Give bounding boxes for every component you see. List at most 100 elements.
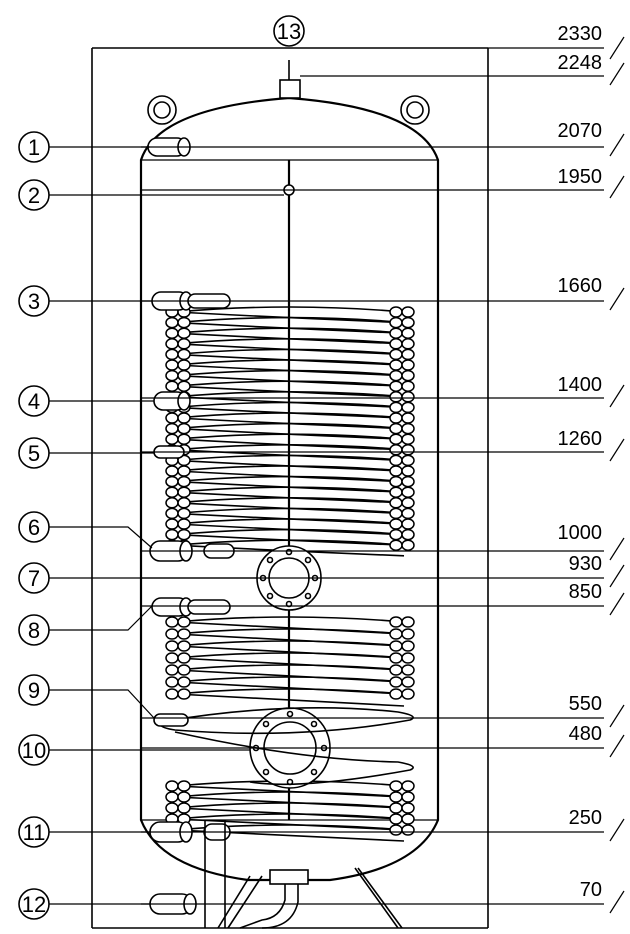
height-label: 930 bbox=[569, 553, 602, 575]
coil-turn-right bbox=[401, 444, 415, 456]
coil-turn-left bbox=[165, 676, 179, 688]
coil-turn-right bbox=[401, 676, 415, 688]
connection-9-pipe bbox=[153, 713, 189, 727]
coil-turn-right bbox=[401, 316, 415, 329]
connection-4-pipe bbox=[153, 391, 191, 411]
height-label: 850 bbox=[569, 581, 602, 603]
callout-number: 1 bbox=[28, 135, 40, 160]
coil-turn-right bbox=[401, 688, 415, 700]
coil-turn-left bbox=[165, 465, 179, 477]
callout-number: 12 bbox=[22, 892, 46, 917]
callout-number: 2 bbox=[28, 183, 40, 208]
coil-turn-right bbox=[401, 454, 415, 467]
coil-turn-right bbox=[401, 433, 415, 445]
coil-turn-right bbox=[401, 507, 415, 520]
coil-turn-right bbox=[401, 813, 415, 825]
coil-turn-left bbox=[165, 507, 179, 520]
coil-turn-right bbox=[401, 628, 415, 640]
coil-turn-left bbox=[165, 791, 179, 803]
callout-number: 7 bbox=[28, 566, 40, 591]
callout-number: 4 bbox=[28, 389, 40, 414]
height-label: 2070 bbox=[558, 120, 603, 142]
top-connection bbox=[279, 60, 301, 99]
coil-turn-right bbox=[401, 369, 415, 382]
coil-turn-right bbox=[401, 780, 415, 792]
height-label: 1950 bbox=[558, 166, 603, 188]
callout-number: 9 bbox=[28, 678, 40, 703]
lower-heating-coil bbox=[165, 616, 415, 707]
height-label: 550 bbox=[569, 693, 602, 715]
coil-turn-right bbox=[401, 380, 415, 392]
coil-turn-right bbox=[401, 791, 415, 803]
coil-turn-left bbox=[165, 688, 179, 700]
coil-turn-left bbox=[165, 664, 179, 676]
height-label: 250 bbox=[569, 807, 602, 829]
coil-turn-right bbox=[401, 327, 415, 339]
coil-turn-right bbox=[401, 359, 415, 371]
coil-turn-left bbox=[165, 497, 179, 509]
coil-turn-left bbox=[165, 348, 179, 361]
height-label: 2330 bbox=[558, 23, 603, 45]
coil-turn-right bbox=[401, 528, 415, 541]
lifting-eye-right bbox=[400, 95, 430, 125]
callout-number: 6 bbox=[28, 515, 40, 540]
coil-turn-left bbox=[165, 640, 179, 652]
coil-turn-right bbox=[401, 465, 415, 477]
callout-number: 3 bbox=[28, 289, 40, 314]
height-label: 2248 bbox=[558, 52, 603, 74]
drain-and-feet bbox=[204, 820, 403, 929]
coil-turn-right bbox=[401, 401, 415, 414]
coil-turn-right bbox=[401, 664, 415, 676]
lifting-eye-left bbox=[147, 95, 177, 125]
coil-turn-right bbox=[401, 475, 415, 488]
coil-turn-right bbox=[401, 802, 415, 814]
coil-turn-left bbox=[165, 628, 179, 640]
coil-turn-left bbox=[165, 652, 179, 664]
coil-turn-left bbox=[165, 486, 179, 498]
coil-turn-right bbox=[401, 640, 415, 652]
coil-turn-left bbox=[165, 528, 179, 541]
callout-number: 8 bbox=[28, 618, 40, 643]
coil-turn-right bbox=[401, 539, 415, 551]
coil-turn-left bbox=[165, 338, 179, 350]
height-marks: 2330224820701950166014001260100093085055… bbox=[141, 23, 625, 914]
coil-turn-left bbox=[165, 433, 179, 445]
height-label: 70 bbox=[580, 879, 602, 901]
connection-8-pipe bbox=[151, 597, 231, 617]
coil-turn-right bbox=[401, 616, 415, 628]
coil-turn-left bbox=[165, 802, 179, 814]
coil-turn-right bbox=[401, 486, 415, 498]
coil-turn-right bbox=[401, 412, 415, 424]
coil-turn-right bbox=[401, 422, 415, 435]
callout-number: 13 bbox=[277, 19, 301, 44]
callout-number: 10 bbox=[22, 738, 46, 763]
coil-turn-left bbox=[165, 422, 179, 435]
coil-turn-right bbox=[401, 518, 415, 530]
coil-turn-left bbox=[165, 369, 179, 382]
coil-turn-left bbox=[165, 475, 179, 488]
coil-turn-right bbox=[401, 497, 415, 509]
callout-number: 11 bbox=[23, 820, 46, 845]
coil-turn-right bbox=[401, 306, 415, 318]
upper-heating-coil bbox=[165, 306, 415, 557]
coil-turn-left bbox=[165, 412, 179, 424]
coil-turn-right bbox=[401, 824, 415, 836]
height-label: 480 bbox=[569, 723, 602, 745]
coil-turn-right bbox=[401, 391, 415, 403]
coil-turn-right bbox=[401, 348, 415, 361]
callout-number: 5 bbox=[28, 441, 40, 466]
height-label: 1400 bbox=[558, 374, 603, 396]
coil-turn-left bbox=[165, 780, 179, 792]
coil-turn-left bbox=[165, 380, 179, 392]
coil-turn-left bbox=[165, 518, 179, 530]
height-label: 1000 bbox=[558, 522, 603, 544]
coil-turn-left bbox=[165, 616, 179, 628]
spiral-return-pipe bbox=[159, 706, 414, 786]
coil-turn-left bbox=[165, 327, 179, 339]
height-label: 1660 bbox=[558, 275, 603, 297]
coil-turn-left bbox=[165, 359, 179, 371]
callout-circle bbox=[273, 15, 305, 47]
coil-turn-right bbox=[401, 338, 415, 350]
